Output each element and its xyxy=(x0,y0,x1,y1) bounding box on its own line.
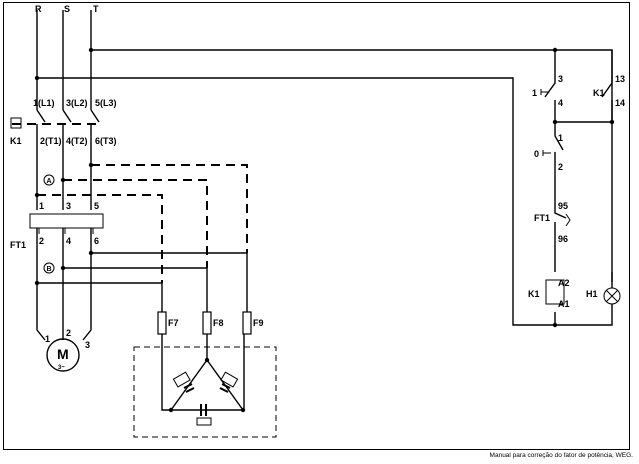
node-a-label: A xyxy=(47,178,52,185)
start-button-label: 1 xyxy=(532,88,537,98)
capacitor-left xyxy=(183,383,195,393)
start-button-actuator xyxy=(540,89,549,95)
phase-label-t: T xyxy=(93,4,99,14)
capacitor-right xyxy=(219,383,231,393)
fuse-f8-symbol xyxy=(202,311,212,335)
start-terminal-4: 4 xyxy=(558,98,563,108)
ft1-top-terminal-3: 3 xyxy=(66,201,71,211)
node-a-circle xyxy=(43,174,55,186)
coil-label: K1 xyxy=(528,289,540,299)
coil-symbol xyxy=(545,279,565,305)
motor-sublabel: 3~ xyxy=(58,365,65,371)
source-caption: Manual para correção do fator de potênci… xyxy=(489,452,633,459)
node-b-label: B xyxy=(47,266,52,273)
ft1-top-terminal-1: 1 xyxy=(39,201,44,211)
ft1-bottom-terminal-4: 4 xyxy=(66,236,71,246)
ft1-bottom-terminal-2: 2 xyxy=(39,236,44,246)
motor-terminal-2: 2 xyxy=(66,328,71,338)
k1-load-terminal-6: 6(T3) xyxy=(95,136,117,146)
stop-terminal-2: 2 xyxy=(558,162,563,172)
motor-terminal-3: 3 xyxy=(85,340,90,350)
overload-terminal-95: 95 xyxy=(558,201,568,211)
motor-label: M xyxy=(57,346,69,362)
ft1-main-label: FT1 xyxy=(10,240,26,250)
k1-line-terminal-5: 5(L3) xyxy=(95,98,117,108)
stop-button-label: 0 xyxy=(534,149,539,159)
diagram-frame xyxy=(3,2,630,450)
overload-contact-label: FT1 xyxy=(534,213,550,223)
seal-terminal-13: 13 xyxy=(615,74,625,84)
ft1-top-terminal-5: 5 xyxy=(94,201,99,211)
start-terminal-3: 3 xyxy=(558,74,563,84)
capacitor-bottom xyxy=(200,404,207,416)
phase-label-r: R xyxy=(35,4,42,14)
overload-actuator xyxy=(565,213,571,227)
fuse-f9-symbol xyxy=(242,311,252,335)
lamp-label: H1 xyxy=(586,289,598,299)
k1-line-terminal-1: 1(L1) xyxy=(33,98,55,108)
fuse-f7-symbol xyxy=(157,311,167,335)
coil-terminal-a1: A1 xyxy=(558,299,570,309)
node-b-circle xyxy=(43,262,55,274)
motor-terminal-1: 1 xyxy=(45,334,50,344)
k1-load-terminal-4: 4(T2) xyxy=(66,136,88,146)
seal-contact-label: K1 xyxy=(593,88,605,98)
fuse-f9-label: F9 xyxy=(253,318,264,328)
stop-terminal-1: 1 xyxy=(558,133,563,143)
stop-button-actuator xyxy=(542,150,551,156)
fuse-f8-label: F8 xyxy=(213,318,224,328)
k1-main-label: K1 xyxy=(10,136,22,146)
ft1-bottom-terminal-6: 6 xyxy=(94,236,99,246)
phase-label-s: S xyxy=(64,4,70,14)
coil-terminal-a2: A2 xyxy=(558,278,570,288)
k1-load-terminal-2: 2(T1) xyxy=(40,136,62,146)
fuse-f7-label: F7 xyxy=(168,318,179,328)
overload-terminal-96: 96 xyxy=(558,234,568,244)
k1-line-terminal-3: 3(L2) xyxy=(66,98,88,108)
seal-terminal-14: 14 xyxy=(615,98,625,108)
